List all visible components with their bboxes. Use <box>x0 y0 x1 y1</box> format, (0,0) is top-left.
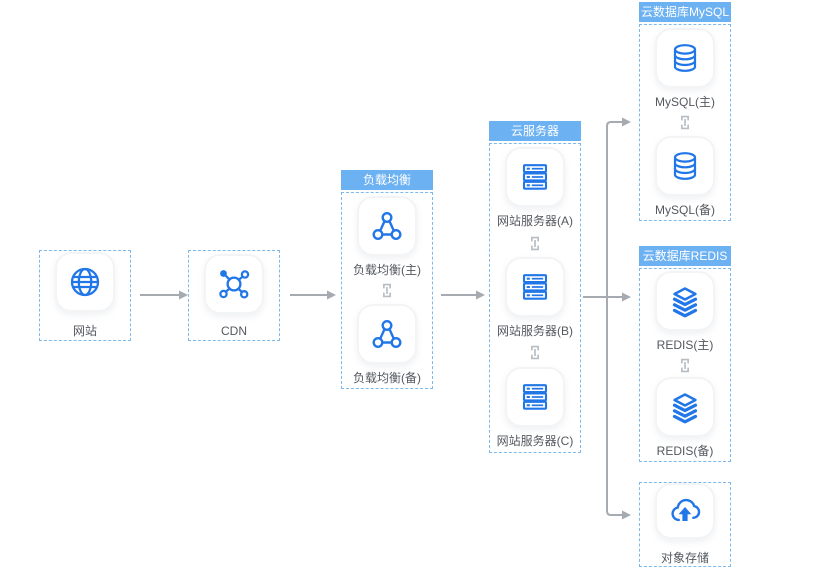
slb-backup-node: 负载均衡(备) <box>353 303 421 386</box>
cdn-node: CDN <box>188 250 280 341</box>
database-icon <box>668 41 702 75</box>
server-c-node: 网站服务器(C) <box>496 366 574 449</box>
mysql-primary-label: MySQL(主) <box>654 94 715 109</box>
object-storage-card[interactable] <box>655 483 715 539</box>
redis-primary-card[interactable] <box>655 270 715 331</box>
cdn-label: CDN <box>221 323 247 338</box>
link-icon <box>528 234 542 253</box>
object-storage-label: 对象存储 <box>660 551 709 565</box>
cloud-server-group: 云服务器 网站服务器(A) 网站服务器(B) 网站服务器(C) <box>489 121 581 453</box>
link-icon <box>380 281 394 300</box>
cdn-card[interactable] <box>204 253 264 314</box>
link-icon <box>678 356 692 375</box>
server-b-node: 网站服务器(B) <box>497 256 573 339</box>
layers-icon <box>668 284 702 318</box>
link-icon <box>528 343 542 362</box>
network-hub-icon <box>217 267 251 301</box>
connector-servers-storage <box>606 297 622 516</box>
server-c-card[interactable] <box>504 366 565 427</box>
server-rack-icon <box>518 380 552 414</box>
redis-backup-label: REDIS(备) <box>656 444 714 459</box>
mysql-backup-label: MySQL(备) <box>654 202 715 217</box>
mysql-backup-node: MySQL(备) <box>654 135 715 218</box>
load-balancer-icon <box>370 209 404 243</box>
globe-icon <box>68 265 102 299</box>
load-balancer-icon <box>370 317 404 351</box>
mysql-group-header: 云数据库MySQL <box>639 2 731 22</box>
redis-primary-label: REDIS(主) <box>656 337 714 352</box>
mysql-primary-card[interactable] <box>654 27 715 88</box>
mysql-primary-node: MySQL(主) <box>654 27 715 110</box>
cloud-server-group-header: 云服务器 <box>489 121 581 141</box>
server-b-card[interactable] <box>505 256 565 317</box>
redis-primary-node: REDIS(主) <box>655 270 715 353</box>
server-rack-icon <box>518 270 552 304</box>
mysql-backup-card[interactable] <box>654 135 715 196</box>
load-balancer-group-header: 负载均衡 <box>341 170 433 190</box>
redis-group: 云数据库REDIS REDIS(主) REDIS(备) <box>639 246 731 462</box>
server-c-label: 网站服务器(C) <box>496 433 574 448</box>
load-balancer-group: 负载均衡 负载均衡(主) 负载均衡(备) <box>341 170 433 389</box>
slb-backup-label: 负载均衡(备) <box>353 370 421 385</box>
slb-primary-label: 负载均衡(主) <box>353 262 421 277</box>
slb-backup-card[interactable] <box>357 303 417 364</box>
link-icon <box>678 113 692 132</box>
server-rack-icon <box>518 160 552 194</box>
server-a-label: 网站服务器(A) <box>497 214 573 229</box>
layers-icon <box>668 390 702 424</box>
slb-primary-node: 负载均衡(主) <box>353 195 421 278</box>
slb-primary-card[interactable] <box>357 195 417 256</box>
object-storage-node: 对象存储 <box>639 482 731 567</box>
redis-backup-card[interactable] <box>655 377 715 438</box>
redis-backup-node: REDIS(备) <box>655 377 715 459</box>
website-card[interactable] <box>55 252 115 312</box>
server-a-node: 网站服务器(A) <box>497 147 573 229</box>
redis-group-header: 云数据库REDIS <box>639 246 731 266</box>
mysql-group: 云数据库MySQL MySQL(主) MySQL(备) <box>639 2 731 221</box>
website-node: 网站 <box>39 250 131 341</box>
server-a-card[interactable] <box>505 147 565 208</box>
database-icon <box>668 149 702 183</box>
cloud-upload-icon <box>668 494 702 528</box>
website-label: 网站 <box>72 324 97 338</box>
connector-servers-mysql <box>606 121 622 297</box>
server-b-label: 网站服务器(B) <box>497 323 573 338</box>
